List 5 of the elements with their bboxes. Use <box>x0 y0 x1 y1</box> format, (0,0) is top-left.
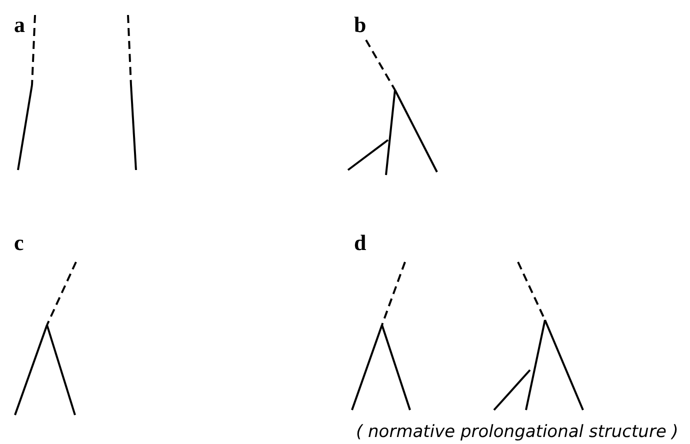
panel-letter: c <box>14 232 24 254</box>
panel-letter: b <box>354 14 366 36</box>
caption-text: ( normative prolongational structure ) <box>356 424 678 441</box>
panel-letter: d <box>354 232 366 254</box>
panel-letter: a <box>14 14 25 36</box>
